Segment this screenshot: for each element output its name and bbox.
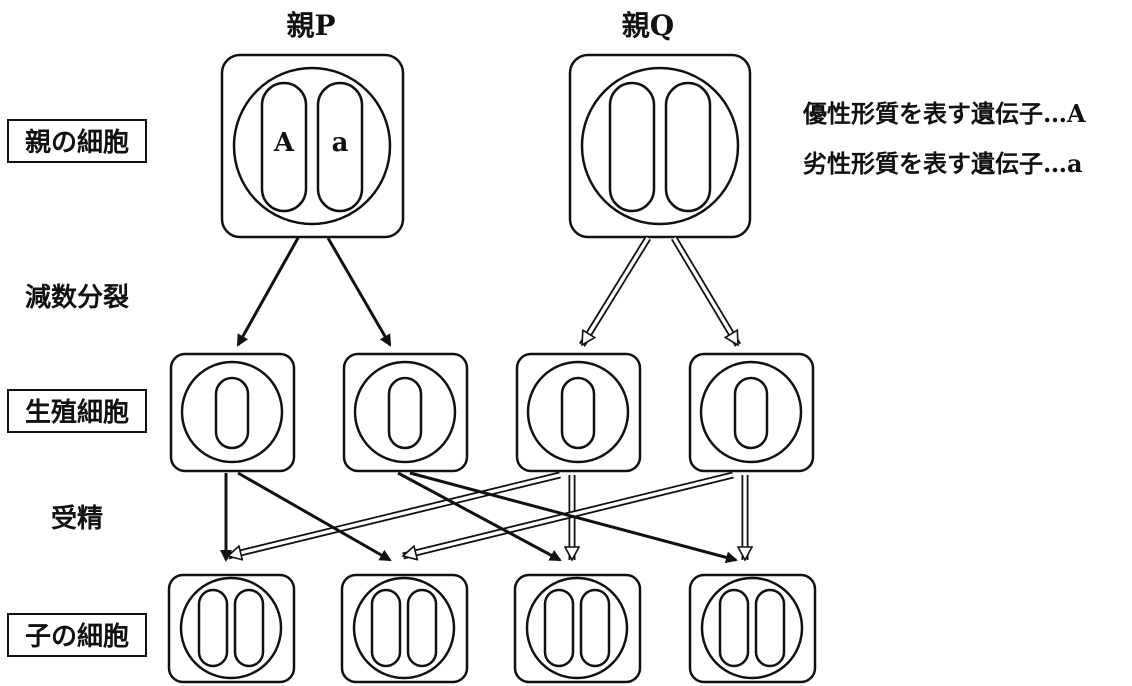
child-chromosome-right: [579, 588, 611, 668]
gene-a-label: a: [332, 128, 349, 158]
parent-q-label: 親Q: [622, 9, 674, 42]
row-label-child-cell-box: 子の細胞: [7, 613, 147, 657]
child-cell-1: [167, 573, 296, 684]
row-label-gamete-box: 生殖細胞: [7, 389, 147, 433]
gamete-cell-2: [342, 352, 469, 473]
meiosis-arrow-q-left: [579, 236, 651, 347]
gamete-chromosome: [387, 376, 423, 450]
gamete-chromosome: [560, 376, 596, 450]
chromosome-q-left: [608, 81, 656, 213]
gamete-chromosome: [733, 376, 769, 450]
child-chromosome-left: [543, 588, 575, 668]
meiosis-arrow-p-right: [326, 237, 392, 347]
chromosome-p-right: [316, 81, 364, 213]
child-chromosome-left: [718, 588, 750, 668]
child-cell-4: [688, 573, 817, 684]
row-label-parent-cell-box: 親の細胞: [7, 119, 147, 163]
gene-A-label: A: [273, 128, 295, 158]
gamete-cell-4: [688, 352, 815, 473]
row-label-gamete: 生殖細胞: [25, 397, 129, 428]
process-label-fertilization: 受精: [51, 503, 103, 534]
fertilization-arrow-p2-to-child4: [409, 471, 738, 564]
gamete-cell-1: [169, 352, 296, 473]
child-cell-2: [340, 573, 469, 684]
child-chromosome-right: [754, 588, 786, 668]
chromosome-p-left: [260, 81, 308, 213]
meiosis-arrow-q-right: [670, 236, 742, 347]
row-label-parent-cell: 親の細胞: [25, 127, 129, 158]
parent-p-label: 親P: [286, 9, 335, 42]
child-chromosome-left: [197, 588, 229, 668]
fertilization-arrow-q3-to-child1: [228, 471, 561, 556]
child-cell-3: [513, 573, 642, 684]
process-label-meiosis: 減数分裂: [25, 283, 129, 313]
fertilization-arrow-p2-to-child3: [397, 471, 562, 562]
legend-recessive: 劣性形質を表す遺伝子…a: [803, 149, 1083, 178]
child-chromosome-left: [370, 588, 402, 668]
legend-dominant: 優性形質を表す遺伝子…A: [802, 99, 1086, 128]
row-label-child-cell: 子の細胞: [25, 621, 129, 652]
child-chromosome-right: [233, 588, 265, 668]
gamete-chromosome: [214, 376, 250, 450]
parent-p-cell: A a: [220, 53, 405, 239]
parent-q-cell: [568, 53, 752, 239]
chromosome-q-right: [664, 81, 712, 213]
child-chromosome-right: [406, 588, 438, 668]
fertilization-arrow-p1-to-child2: [237, 471, 392, 562]
gamete-cell-3: [515, 352, 642, 473]
meiosis-arrow-p-left: [236, 237, 300, 347]
